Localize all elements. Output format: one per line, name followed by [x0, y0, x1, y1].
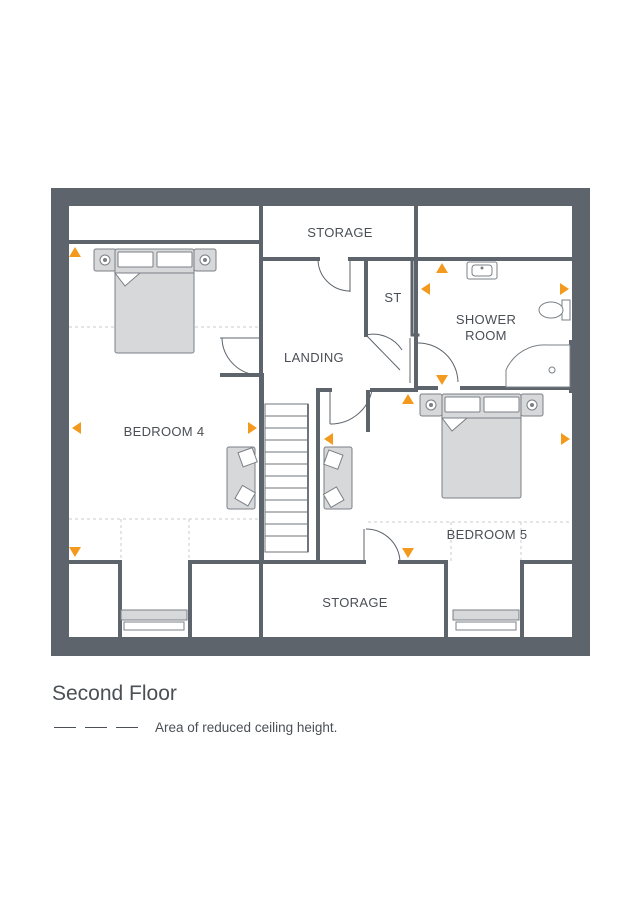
triangle-marker-icon — [560, 283, 569, 295]
floor-title: Second Floor — [52, 682, 177, 705]
triangle-marker-icon — [436, 375, 448, 385]
reduced-ceiling-lines — [69, 326, 572, 562]
triangle-marker-icon — [402, 548, 414, 558]
room-label-shower-line2: ROOM — [465, 328, 507, 343]
room-label-shower-line1: SHOWER — [456, 312, 516, 327]
legend-text: Area of reduced ceiling height. — [155, 720, 338, 735]
triangle-marker-icon — [324, 433, 333, 445]
triangle-marker-icon — [402, 394, 414, 404]
basin-icon — [466, 261, 498, 280]
internal-walls — [67, 204, 575, 639]
shower-tray-icon — [505, 344, 571, 388]
triangle-marker-icon — [561, 433, 570, 445]
staircase — [264, 403, 309, 553]
legend-dash — [54, 727, 76, 728]
room-label-landing: LANDING — [284, 350, 344, 365]
triangle-marker-icon — [69, 247, 81, 257]
legend-dash — [116, 727, 138, 728]
desk-bedroom4-icon — [226, 446, 258, 510]
triangle-marker-icon — [69, 547, 81, 557]
window-bedroom5-icon — [452, 609, 520, 631]
window-bedroom4-icon — [120, 609, 188, 631]
room-label-bedroom5: BEDROOM 5 — [447, 527, 528, 542]
triangle-marker-icon — [248, 422, 257, 434]
room-label-bedroom4: BEDROOM 4 — [124, 424, 205, 439]
toilet-icon — [538, 299, 571, 321]
triangle-marker-icon — [72, 422, 81, 434]
desk-bedroom5-icon — [322, 446, 353, 510]
bed-bedroom5-icon — [419, 393, 544, 499]
triangle-marker-icon — [436, 263, 448, 273]
room-label-storage-bottom: STORAGE — [322, 595, 387, 610]
legend: Area of reduced ceiling height. — [54, 720, 337, 735]
room-label-storage-top: STORAGE — [307, 225, 372, 240]
doors — [220, 258, 459, 563]
room-label-st: ST — [384, 290, 401, 305]
dimension-markers — [69, 247, 570, 558]
triangle-marker-icon — [421, 283, 430, 295]
legend-dash — [85, 727, 107, 728]
bed-bedroom4-icon — [93, 248, 217, 354]
